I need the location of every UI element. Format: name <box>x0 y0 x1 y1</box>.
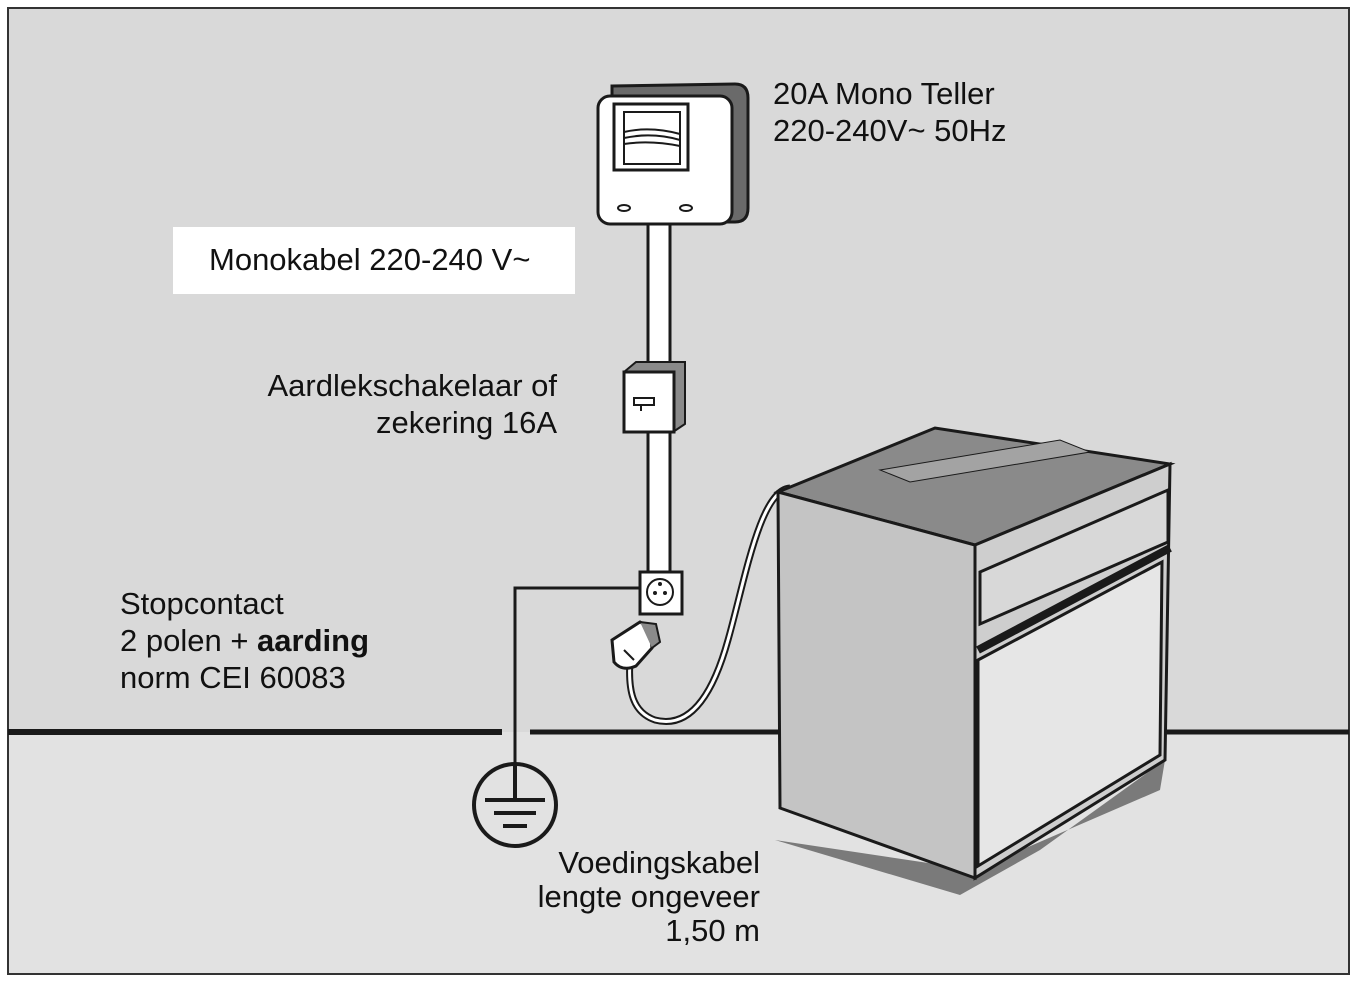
oven-shadow <box>775 760 1165 895</box>
plug-icon <box>610 620 662 670</box>
socket-label: Stopcontact 2 polen + aarding norm CEI 6… <box>120 585 369 696</box>
cable-label: Voedingskabel lengte ongeveer 1,50 m <box>440 846 760 948</box>
circuit-breaker-icon <box>622 361 686 434</box>
oven-icon <box>773 426 1176 881</box>
ground-wire <box>513 586 640 780</box>
socket-label-line1: Stopcontact <box>120 586 284 621</box>
breaker-label-line1: Aardlekschakelaar of <box>267 368 558 403</box>
cable-label-line3: 1,50 m <box>665 913 760 948</box>
electric-meter-icon <box>596 82 750 226</box>
breaker-label-line2: zekering 16A <box>376 405 557 440</box>
meter-label-line2: 220-240V~ 50Hz <box>773 113 1007 148</box>
meter-label-line1: 20A Mono Teller <box>773 76 995 111</box>
meter-label: 20A Mono Teller 220-240V~ 50Hz <box>773 75 1007 149</box>
breaker-label: Aardlekschakelaar of zekering 16A <box>200 367 558 441</box>
wall-socket-icon <box>638 570 684 616</box>
cable-label-line2: lengte ongeveer <box>537 879 760 914</box>
socket-label-line3: norm CEI 60083 <box>120 660 346 695</box>
monokabel-label: Monokabel 220-240 V~ <box>209 241 530 278</box>
socket-label-line2: 2 polen + aarding <box>120 622 369 659</box>
cable-label-line1: Voedingskabel <box>558 845 760 880</box>
ground-symbol-icon <box>472 762 558 848</box>
socket-label-line2-prefix: 2 polen + <box>120 623 258 658</box>
socket-label-line2-bold: aarding <box>257 623 370 658</box>
monokabel-label-box <box>173 227 575 294</box>
monokabel-label-text: Monokabel 220-240 V~ <box>209 242 531 277</box>
